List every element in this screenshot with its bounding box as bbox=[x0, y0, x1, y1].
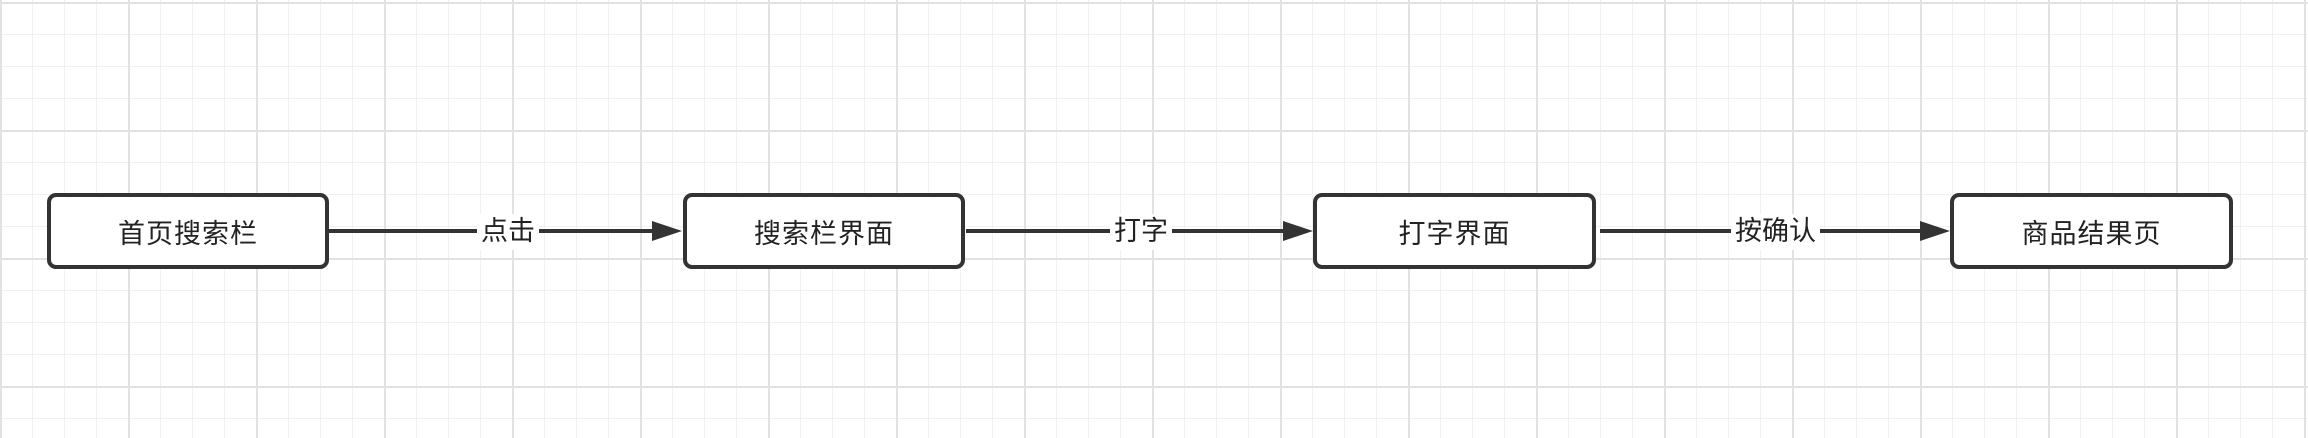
node-product-results-page-label: 商品结果页 bbox=[2021, 218, 2162, 250]
edge-3-label: 按确认 bbox=[1731, 214, 1820, 250]
edge-2-label: 打字 bbox=[1110, 214, 1172, 250]
node-typing-screen-label: 打字界面 bbox=[1398, 218, 1511, 250]
node-home-search-bar-label: 首页搜索栏 bbox=[118, 218, 258, 250]
edge-1-label: 点击 bbox=[477, 214, 539, 250]
node-home-search-bar[interactable]: 首页搜索栏 bbox=[47, 193, 329, 269]
node-product-results-page[interactable]: 商品结果页 bbox=[1950, 193, 2233, 269]
node-search-bar-screen-label: 搜索栏界面 bbox=[754, 218, 894, 250]
node-typing-screen[interactable]: 打字界面 bbox=[1313, 193, 1596, 269]
node-search-bar-screen[interactable]: 搜索栏界面 bbox=[683, 193, 965, 269]
